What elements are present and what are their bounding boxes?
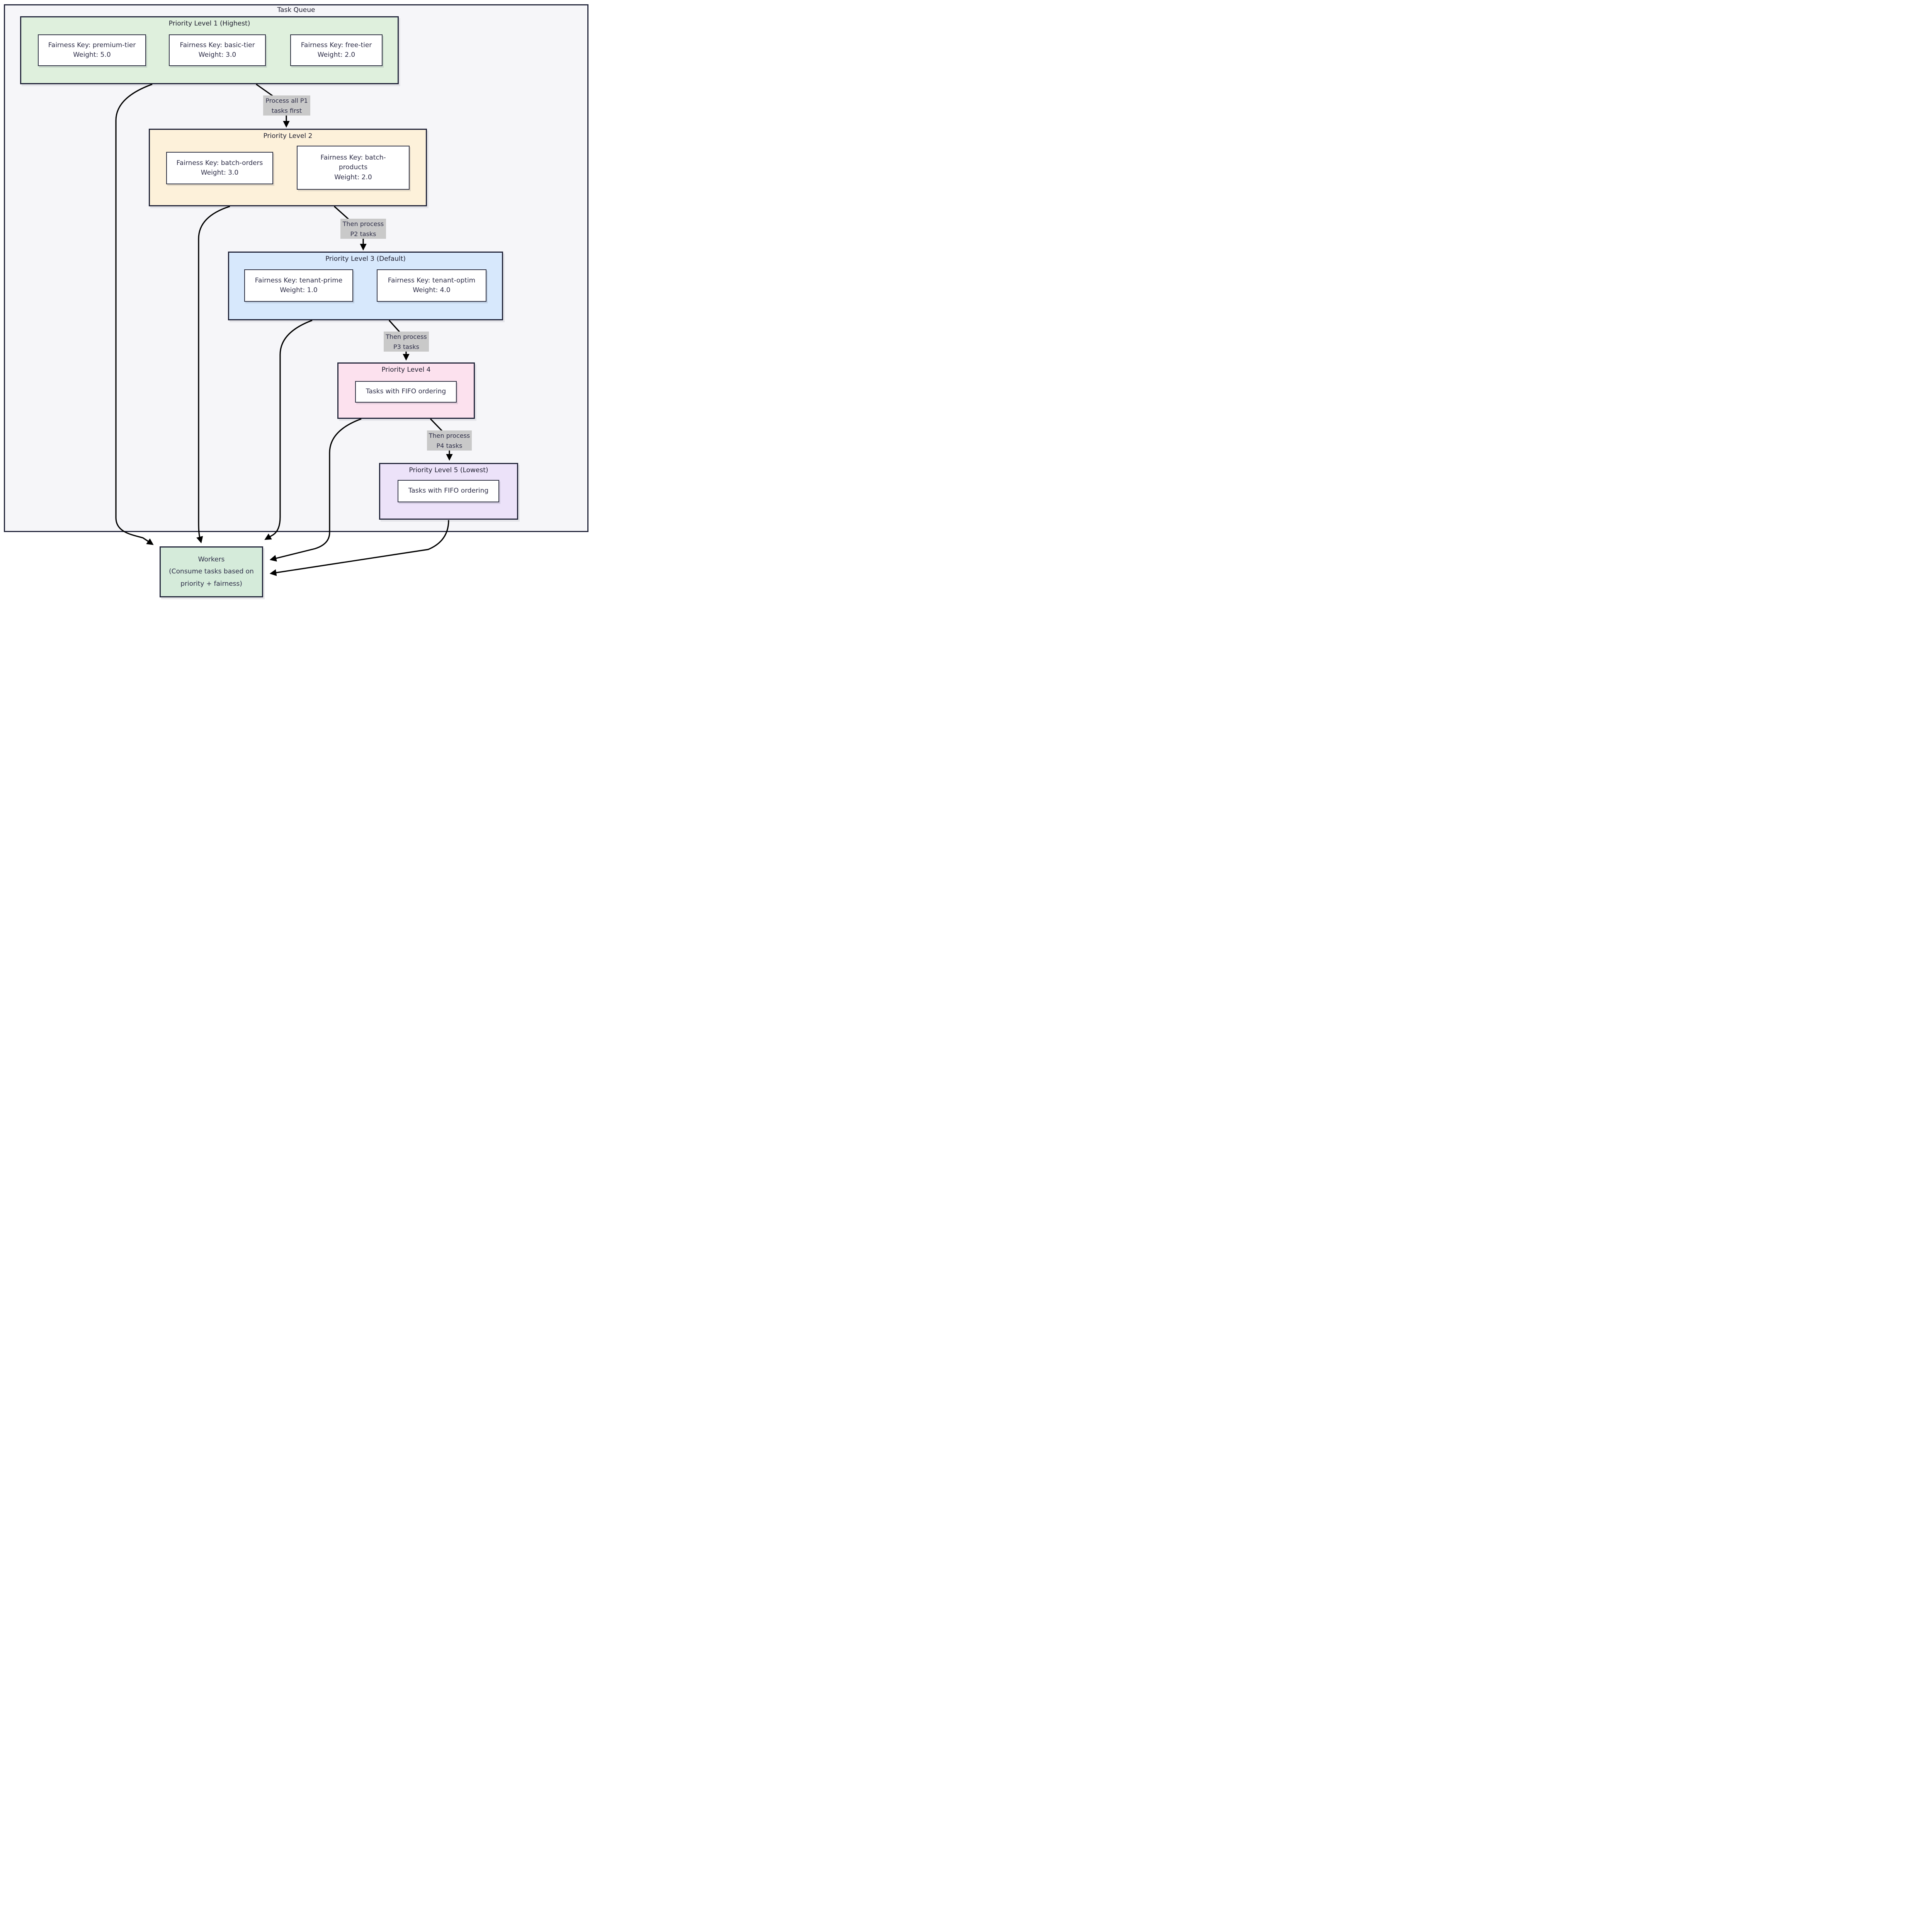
edge-label-line: Then process xyxy=(342,220,384,228)
node-line: Fairness Key: free-tier xyxy=(301,41,372,49)
node-batch-orders: Fairness Key: batch-orders Weight: 3.0 xyxy=(166,152,273,184)
cluster-priority-level-4-title: Priority Level 4 xyxy=(381,366,431,374)
node-line: Fairness Key: premium-tier xyxy=(48,41,136,49)
node-batch-products: Fairness Key: batch- products Weight: 2.… xyxy=(297,146,410,190)
node-fifo-p5: Tasks with FIFO ordering xyxy=(398,480,499,502)
node-line: Weight: 2.0 xyxy=(334,173,372,181)
node-tenant-prime: Fairness Key: tenant-prime Weight: 1.0 xyxy=(244,269,353,302)
edge-label-process-all-p1: Process all P1 tasks first xyxy=(263,95,310,116)
node-line: Tasks with FIFO ordering xyxy=(408,487,489,495)
edge-label-line: P4 tasks xyxy=(436,442,463,449)
edge-label-then-process-p4: Then process P4 tasks xyxy=(427,430,472,451)
node-line: Weight: 2.0 xyxy=(317,51,355,59)
edge-label-then-process-p2: Then process P2 tasks xyxy=(340,219,386,239)
node-line: Workers xyxy=(198,555,225,563)
node-line: Fairness Key: tenant-prime xyxy=(255,276,343,284)
node-line: Fairness Key: batch-orders xyxy=(176,159,263,167)
node-basic-tier: Fairness Key: basic-tier Weight: 3.0 xyxy=(169,34,266,66)
cluster-priority-level-2-title: Priority Level 2 xyxy=(263,132,313,140)
edge-label-line: Process all P1 xyxy=(265,97,308,104)
edge-label-line: P3 tasks xyxy=(393,343,419,350)
task-queue-title: Task Queue xyxy=(277,6,315,14)
node-line: Weight: 5.0 xyxy=(73,51,111,59)
node-line: products xyxy=(338,163,368,172)
node-line: Weight: 3.0 xyxy=(198,51,236,59)
cluster-priority-level-1-title: Priority Level 1 (Highest) xyxy=(168,20,250,27)
edge-label-line: Then process xyxy=(429,432,470,439)
node-line: (Consume tasks based on xyxy=(169,568,254,576)
node-free-tier: Fairness Key: free-tier Weight: 2.0 xyxy=(290,34,383,66)
node-line: Weight: 4.0 xyxy=(413,286,451,294)
flowchart-canvas: Task Queue Priority Level 1 (Highest) Fa… xyxy=(0,0,596,601)
edge-label-line: Then process xyxy=(386,333,427,340)
node-fifo-p4: Tasks with FIFO ordering xyxy=(355,381,457,403)
edge-label-then-process-p3: Then process P3 tasks xyxy=(384,332,429,352)
node-workers: Workers (Consume tasks based on priority… xyxy=(160,546,263,597)
node-line: priority + fairness) xyxy=(180,580,242,588)
edge-label-line: tasks first xyxy=(271,107,302,114)
node-premium-tier: Fairness Key: premium-tier Weight: 5.0 xyxy=(38,34,146,66)
node-line: Weight: 3.0 xyxy=(201,169,239,177)
node-line: Fairness Key: batch- xyxy=(320,153,386,162)
cluster-priority-level-5-title: Priority Level 5 (Lowest) xyxy=(409,466,488,474)
node-line: Fairness Key: basic-tier xyxy=(180,41,255,49)
node-line: Tasks with FIFO ordering xyxy=(366,388,446,396)
cluster-priority-level-3-title: Priority Level 3 (Default) xyxy=(325,255,406,263)
node-line: Fairness Key: tenant-optim xyxy=(388,276,476,284)
edge-label-line: P2 tasks xyxy=(350,230,376,238)
node-tenant-optim: Fairness Key: tenant-optim Weight: 4.0 xyxy=(377,269,486,302)
node-line: Weight: 1.0 xyxy=(280,286,318,294)
